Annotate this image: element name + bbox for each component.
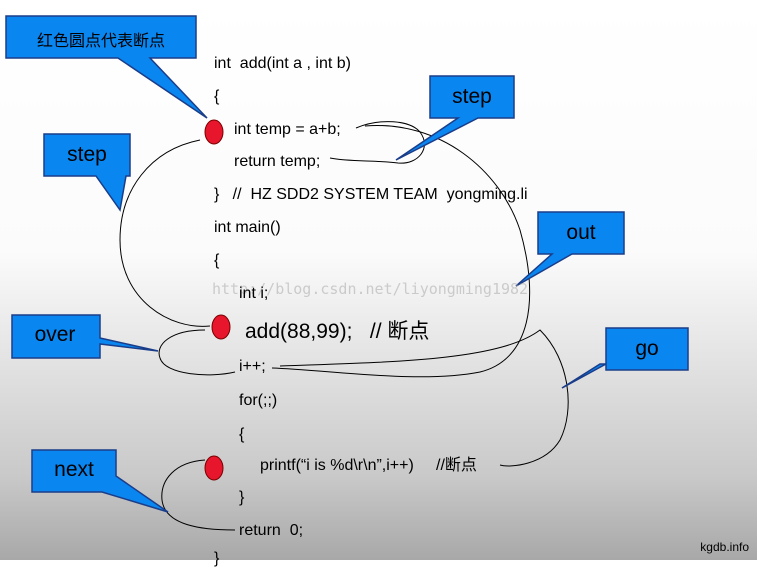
next-connector [161,459,236,531]
breakpoint-add-temp [204,119,224,145]
breakpoint-legend-label: 红色圆点代表断点 [36,31,165,50]
code-line-7: { [214,252,220,269]
code-line-10: i++; [239,358,266,375]
code-line-11: for(;;) [239,392,278,409]
watermark: http://blog.csdn.net/liyongming1982 [212,280,529,298]
code-line-14: } [239,489,245,506]
step-top-connector [329,121,425,164]
code-line-16: } [214,550,220,567]
out-label: out [566,221,596,244]
out-callout [515,211,625,287]
code-line-15: return 0; [239,522,304,539]
breakpoint-printf [204,455,224,481]
code-line-3: int temp = a+b; [234,121,341,138]
step-left-label: step [67,143,107,166]
breakpoint-add-call [211,314,231,340]
code-line-6: int main() [214,219,281,236]
code-line-2: { [214,88,220,105]
go-connector [279,329,569,467]
over-label: over [34,323,76,346]
code-line-9: add(88,99); // 断点 [245,320,430,343]
breakpoint-legend-callout [5,15,208,119]
go-callout [561,327,689,389]
code-line-8: int i; [239,285,269,302]
step-left-callout [43,133,131,212]
code-line-13: printf(“i is %d\r\n”,i++) //断点 [260,457,477,474]
step-top-label: step [452,85,492,108]
code-line-5: } // HZ SDD2 SYSTEM TEAM yongming.li [214,186,528,203]
over-callout [11,314,159,359]
go-label: go [635,337,659,360]
out-connector [271,125,531,378]
code-line-1: int add(int a , int b) [214,55,351,72]
code-line-12: { [239,426,245,443]
next-callout [31,449,169,513]
step-top-callout [395,75,515,161]
site-credit: kgdb.info [700,540,749,554]
over-connector [158,329,236,376]
next-label: next [54,458,94,481]
code-line-4: return temp; [234,153,321,170]
step-left-connector [119,139,211,327]
